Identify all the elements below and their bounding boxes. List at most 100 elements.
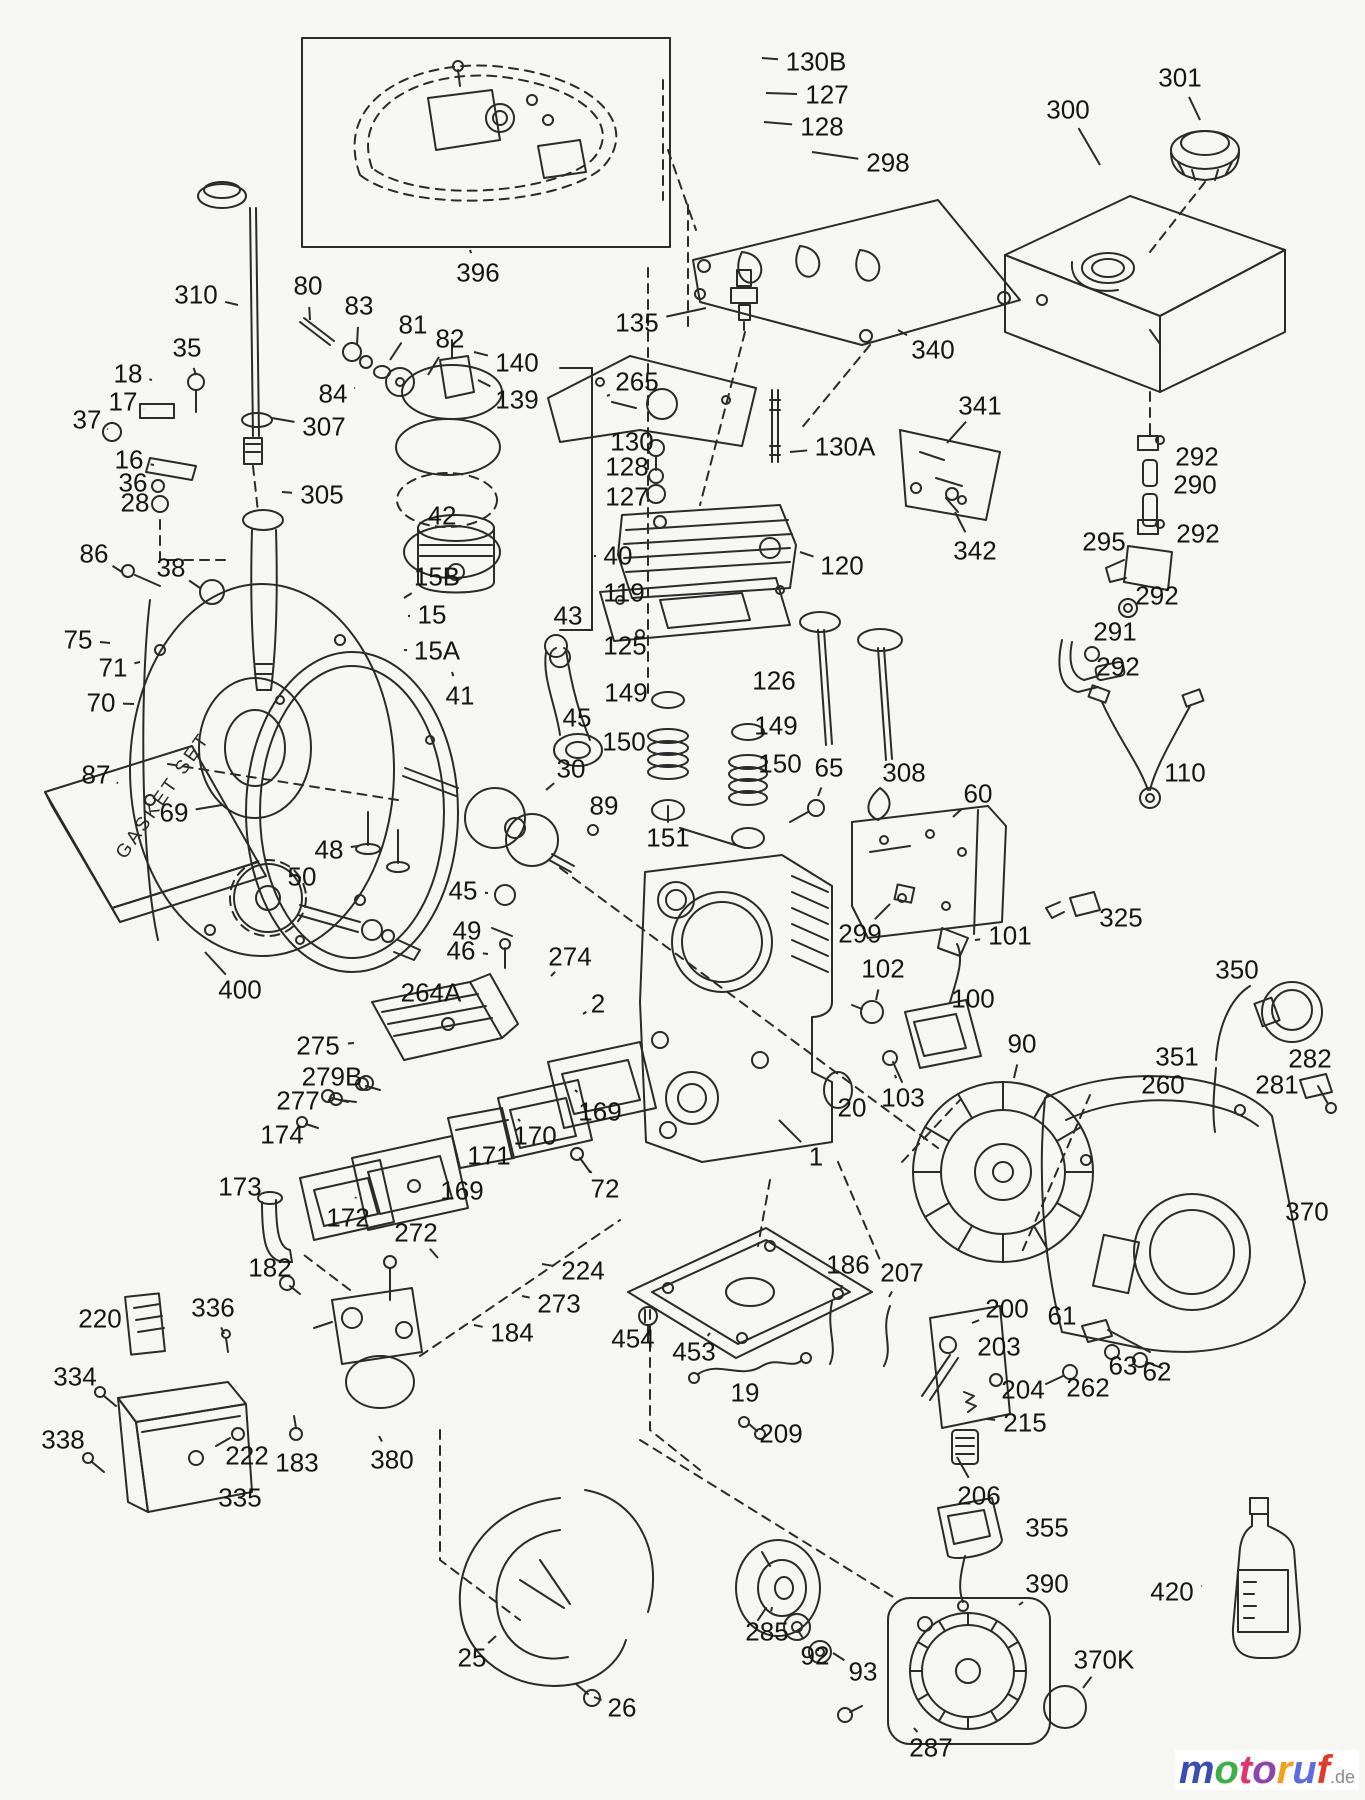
leader-line-2	[582, 1010, 587, 1015]
motoruf-watermark[interactable]: motoruf.de	[1174, 1750, 1359, 1790]
part-label-86: 86	[79, 538, 109, 569]
leader-line-130B	[761, 57, 779, 61]
part-label-71: 71	[98, 652, 128, 683]
part-label-45: 45	[448, 875, 478, 906]
part-label-30: 30	[556, 753, 586, 784]
leader-line-206	[956, 1456, 970, 1479]
part-label-338: 338	[41, 1424, 85, 1455]
leader-line-215	[986, 1418, 996, 1421]
part-label-299: 299	[838, 918, 882, 949]
valve-springs	[647, 691, 768, 849]
leader-line-273	[521, 1295, 530, 1299]
part-label-63: 63	[1108, 1350, 1138, 1381]
part-label-151: 151	[646, 822, 690, 853]
part-label-2: 2	[590, 988, 606, 1019]
cover-gasket	[245, 651, 459, 973]
leader-line-307	[271, 417, 295, 423]
camshaft-gear	[229, 859, 421, 961]
motoruf-domain-suffix: .de	[1329, 1767, 1355, 1787]
part-label-206: 206	[957, 1480, 1001, 1511]
part-label-300: 300	[1046, 94, 1090, 125]
part-label-172: 172	[326, 1202, 370, 1233]
part-label-35: 35	[172, 332, 202, 363]
leader-line-207	[888, 1290, 893, 1298]
part-label-48: 48	[314, 834, 344, 865]
belt-guard	[458, 1489, 655, 1707]
leader-line-128	[763, 121, 793, 126]
part-label-130: 130	[610, 426, 654, 457]
part-label-341: 341	[958, 390, 1002, 421]
leader-line-102	[875, 989, 880, 1001]
leader-line-90	[1013, 1064, 1019, 1079]
leader-line-172	[354, 1196, 357, 1199]
part-label-72: 72	[590, 1173, 620, 1204]
starter-o-ring	[1043, 1685, 1087, 1729]
part-label-139: 139	[495, 384, 539, 415]
part-label-215: 215	[1003, 1407, 1047, 1438]
muffler	[329, 973, 519, 1106]
part-label-220: 220	[78, 1303, 122, 1334]
leader-line-30	[545, 782, 555, 791]
leader-line-69	[195, 804, 223, 811]
leader-line-83	[356, 326, 359, 346]
part-label-170: 170	[513, 1120, 557, 1151]
leader-line-135	[666, 307, 707, 318]
leader-line-140	[473, 351, 489, 357]
starter-handle	[937, 1497, 1003, 1612]
part-label-282: 282	[1288, 1043, 1332, 1074]
part-label-275: 275	[296, 1030, 340, 1061]
part-label-150: 150	[602, 726, 646, 757]
part-label-183: 183	[275, 1447, 319, 1478]
part-label-81: 81	[398, 309, 428, 340]
part-label-454: 454	[611, 1323, 655, 1354]
connecting-rod	[544, 634, 603, 767]
part-label-295: 295	[1082, 526, 1126, 557]
part-label-351: 351	[1155, 1041, 1199, 1072]
inset-starter-box	[301, 37, 671, 248]
leader-line-342	[954, 511, 967, 533]
part-label-150: 150	[758, 748, 802, 779]
part-label-277: 277	[276, 1085, 320, 1116]
part-label-15A: 15A	[413, 635, 461, 666]
tank-bracket	[899, 429, 1001, 521]
part-label-390: 390	[1025, 1568, 1069, 1599]
piston	[417, 514, 571, 669]
part-label-84: 84	[318, 378, 348, 409]
part-label-281: 281	[1255, 1069, 1299, 1100]
part-label-292: 292	[1176, 518, 1220, 549]
part-label-87: 87	[81, 759, 111, 790]
assembly-axis-lines	[159, 79, 1091, 1621]
part-label-301: 301	[1158, 62, 1202, 93]
part-label-110: 110	[1164, 757, 1206, 788]
leader-line-341	[946, 421, 967, 444]
leader-line-396	[469, 249, 473, 254]
leader-line-82	[427, 356, 440, 376]
head-gasket	[599, 577, 791, 642]
part-label-45: 45	[562, 702, 592, 733]
part-label-102: 102	[861, 953, 905, 984]
part-label-305: 305	[300, 479, 344, 510]
oil-bottle	[1231, 1497, 1301, 1659]
part-label-274: 274	[548, 941, 592, 972]
part-label-60: 60	[963, 778, 993, 809]
part-label-38: 38	[156, 552, 186, 583]
leader-line-310	[224, 300, 239, 306]
base-plate	[627, 1227, 873, 1359]
part-label-50: 50	[287, 861, 317, 892]
wire-harness	[1087, 684, 1205, 809]
leader-line-35	[192, 367, 197, 376]
part-label-93: 93	[848, 1656, 878, 1687]
leader-line-127	[765, 92, 798, 96]
ground-wires	[688, 1301, 891, 1440]
leader-line-224	[541, 1263, 554, 1267]
engine-block	[639, 854, 884, 1163]
leader-line-400	[204, 951, 227, 976]
part-label-135: 135	[615, 307, 659, 338]
part-label-264A: 264A	[400, 977, 462, 1008]
dipstick-and-oil-tube	[197, 181, 284, 691]
leader-line-1	[778, 1119, 802, 1143]
part-label-101: 101	[988, 920, 1032, 951]
part-label-279B: 279B	[301, 1061, 363, 1092]
